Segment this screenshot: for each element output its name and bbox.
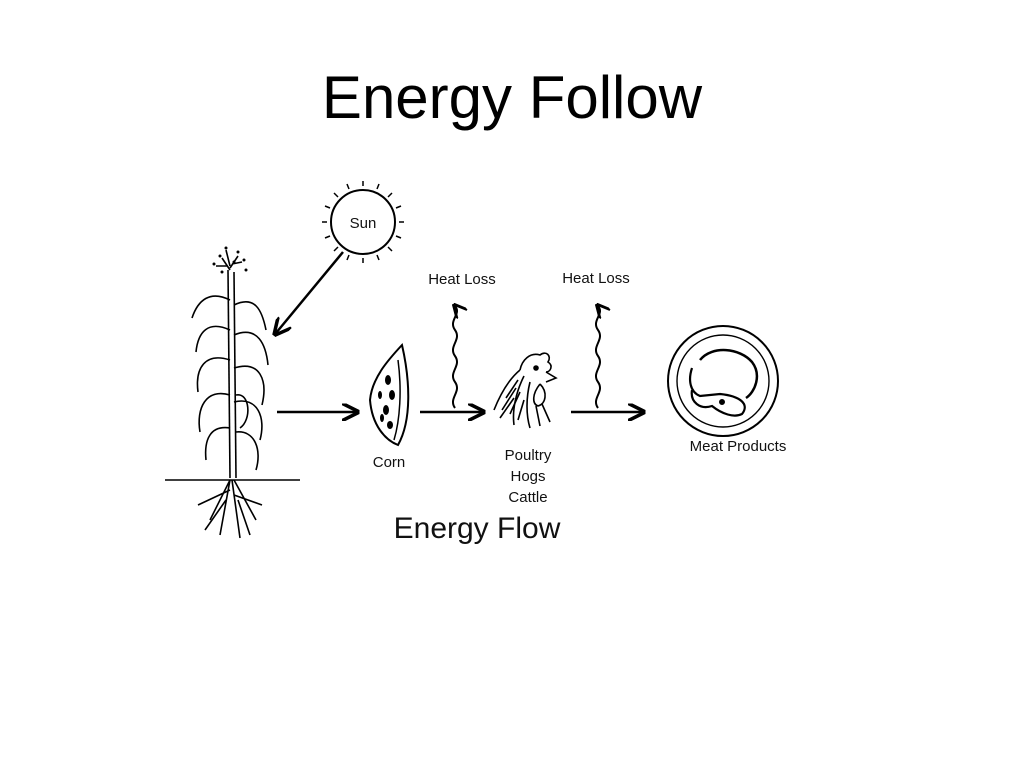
sun-arrow-icon: [276, 251, 344, 333]
heat-loss-label-2: Heat Loss: [562, 270, 630, 287]
meat-plate-icon: [667, 325, 779, 437]
wavy-arrow-icon: [596, 306, 600, 409]
corn-label: Corn: [373, 454, 406, 471]
meat-products-label: Meat Products: [690, 438, 787, 455]
sun-icon: [322, 181, 404, 263]
slide-title: Energy Follow: [321, 64, 703, 131]
animal-label-poultry: Poultry: [505, 447, 552, 464]
animal-label-cattle: Cattle: [508, 489, 547, 506]
sun-label: Sun: [350, 215, 377, 232]
animal-label-hogs: Hogs: [510, 468, 545, 485]
corn-plant-icon: [165, 246, 300, 539]
wavy-arrow-icon: [453, 306, 457, 409]
rooster-icon: [493, 352, 558, 429]
diagram-caption: Energy Flow: [394, 512, 561, 545]
heat-loss-label-1: Heat Loss: [428, 271, 496, 288]
corn-kernel-icon: [368, 342, 410, 447]
